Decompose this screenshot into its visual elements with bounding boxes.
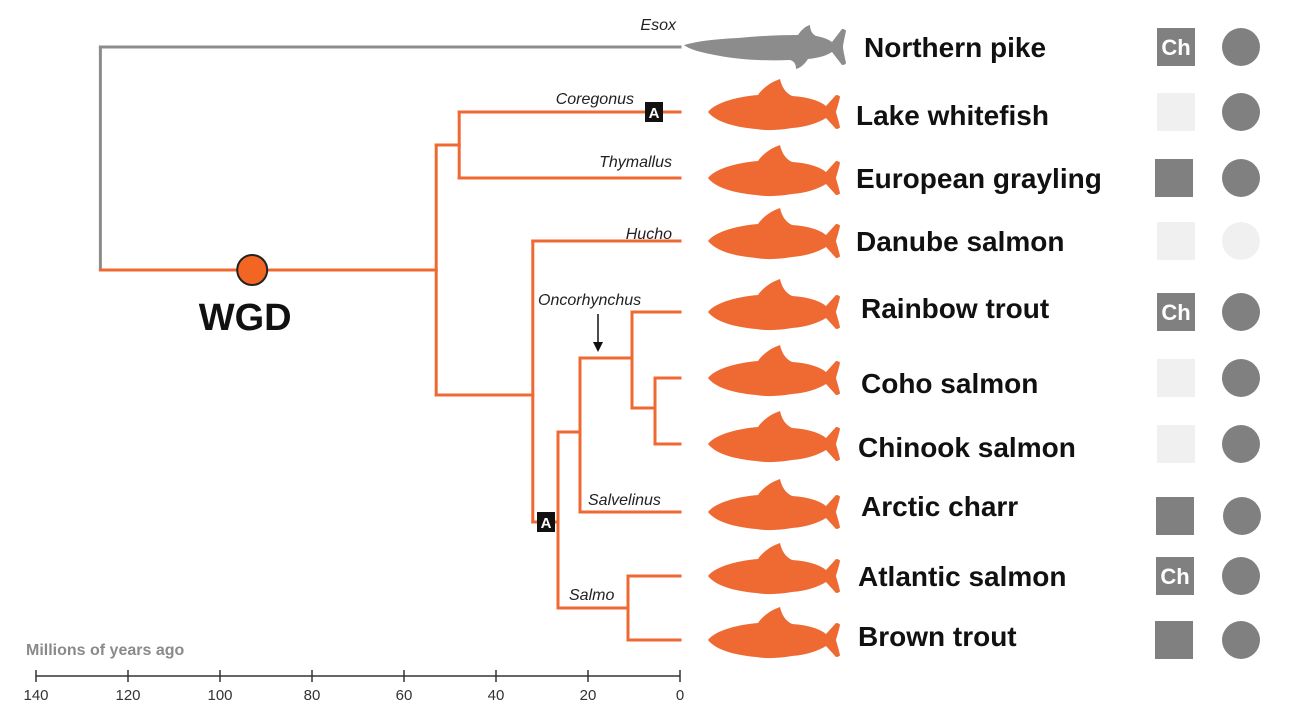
genus-label-hucho: Hucho (626, 226, 672, 243)
lake-whitefish-silhouette-icon (708, 79, 840, 131)
rainbow-trout-chromosome-label: Ch (1161, 300, 1190, 325)
axis-tick-label-100: 100 (207, 687, 232, 704)
species-row-european-grayling: European grayling (708, 145, 1260, 197)
european-grayling-assembly-square (1155, 159, 1193, 197)
wgd-marker-circle (236, 254, 269, 286)
genus-label-salvelinus: Salvelinus (588, 492, 661, 509)
arctic-charr-data-circle (1223, 497, 1261, 535)
lake-whitefish-data-circle (1222, 93, 1260, 131)
chinook-salmon-assembly-square (1157, 425, 1195, 463)
arctic-charr-name: Arctic charr (861, 491, 1018, 522)
coregonus-a-badge: A (645, 102, 663, 122)
wgd-label: WGD (199, 297, 292, 339)
atlantic-salmon-chromosome-square (1156, 557, 1194, 595)
genus-label-esox: Esox (640, 17, 677, 34)
european-grayling-silhouette-icon (708, 145, 840, 197)
species-row-arctic-charr: Arctic charr (708, 479, 1261, 535)
lake-whitefish-assembly-square (1157, 93, 1195, 131)
northern-pike-data-circle (1222, 28, 1260, 66)
lake-whitefish-name: Lake whitefish (856, 100, 1049, 131)
salmoninae-a-badge-box (537, 512, 555, 532)
species-row-rainbow-trout: Rainbow trout Ch (708, 279, 1260, 331)
rainbow-trout-data-circle (1222, 293, 1260, 331)
danube-salmon-silhouette-icon (708, 208, 840, 260)
genus-label-coregonus: Coregonus (556, 91, 634, 108)
arctic-charr-silhouette-icon (708, 479, 840, 531)
danube-salmon-name: Danube salmon (856, 226, 1064, 257)
axis-tick-label-40: 40 (488, 687, 505, 704)
danube-salmon-data-circle (1222, 222, 1260, 260)
axis-tick-label-120: 120 (115, 687, 140, 704)
coho-salmon-assembly-square (1157, 359, 1195, 397)
rainbow-trout-name: Rainbow trout (861, 293, 1049, 324)
coregonus-a-badge-box (645, 102, 663, 122)
coregonus-a-badge-letter: A (649, 105, 660, 122)
genus-label-salmo: Salmo (569, 587, 614, 604)
oncorhynchus-arrow-head (593, 342, 603, 352)
salmoninae-a-badge: A (537, 512, 555, 532)
species-row-lake-whitefish: Lake whitefish (708, 79, 1260, 131)
northern-pike-chromosome-label: Ch (1161, 35, 1190, 60)
species-row-atlantic-salmon: Atlantic salmon Ch (708, 543, 1260, 595)
european-grayling-name: European grayling (856, 163, 1102, 194)
northern-pike-chromosome-square (1157, 28, 1195, 66)
european-grayling-data-circle (1222, 159, 1260, 197)
coho-salmon-silhouette-icon (708, 345, 840, 397)
atlantic-salmon-chromosome-label: Ch (1160, 564, 1189, 589)
arctic-charr-assembly-square (1156, 497, 1194, 535)
wgd-event: WGD (199, 254, 292, 339)
atlantic-salmon-silhouette-icon (708, 543, 840, 595)
northern-pike-silhouette-icon (684, 25, 846, 69)
salmoninae-a-badge-letter: A (541, 515, 552, 532)
chinook-salmon-silhouette-icon (708, 411, 840, 463)
time-axis: Millions of years ago 140 120 100 80 60 40 20 0 (23, 642, 684, 704)
chinook-salmon-data-circle (1222, 425, 1260, 463)
brown-trout-silhouette-icon (708, 607, 840, 659)
brown-trout-data-circle (1222, 621, 1260, 659)
axis-tick-label-20: 20 (580, 687, 597, 704)
northern-pike-name: Northern pike (864, 32, 1046, 63)
coho-salmon-data-circle (1222, 359, 1260, 397)
axis-tick-label-80: 80 (304, 687, 321, 704)
species-row-danube-salmon: Danube salmon (708, 208, 1260, 260)
phylogenetic-tree: EsoxCoregonusThymallusHuchoOncorhynchusS… (98, 17, 682, 642)
species-row-chinook-salmon: Chinook salmon (708, 411, 1260, 463)
coho-salmon-name: Coho salmon (861, 368, 1038, 399)
genus-label-oncorhynchus: Oncorhynchus (538, 292, 641, 309)
axis-tick-label-0: 0 (676, 687, 684, 704)
atlantic-salmon-data-circle (1222, 557, 1260, 595)
brown-trout-assembly-square (1155, 621, 1193, 659)
axis-tick-label-60: 60 (396, 687, 413, 704)
species-row-brown-trout: Brown trout (708, 607, 1260, 659)
brown-trout-name: Brown trout (858, 621, 1017, 652)
axis-tick-label-140: 140 (23, 687, 48, 704)
species-row-northern-pike: Northern pike Ch (684, 25, 1260, 69)
danube-salmon-assembly-square (1157, 222, 1195, 260)
chinook-salmon-name: Chinook salmon (858, 432, 1076, 463)
rainbow-trout-silhouette-icon (708, 279, 840, 331)
genus-label-thymallus: Thymallus (599, 154, 672, 171)
species-row-coho-salmon: Coho salmon (708, 345, 1260, 399)
atlantic-salmon-name: Atlantic salmon (858, 561, 1066, 592)
axis-title: Millions of years ago (26, 642, 184, 659)
rainbow-trout-chromosome-square (1157, 293, 1195, 331)
